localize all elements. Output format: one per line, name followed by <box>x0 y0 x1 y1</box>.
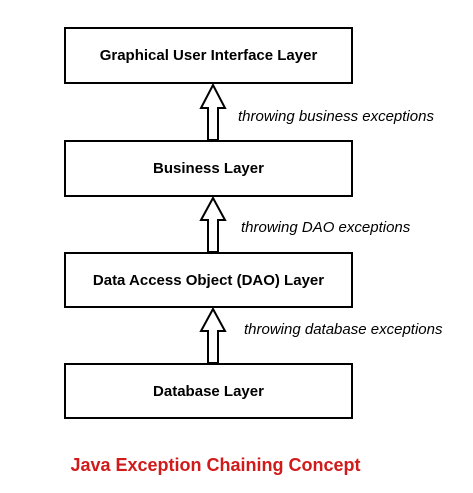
dao-layer-label: Data Access Object (DAO) Layer <box>92 271 325 289</box>
business-layer-label: Business Layer <box>153 160 264 177</box>
gui-layer-box: Graphical User Interface Layer <box>64 27 353 84</box>
diagram-title: Java Exception Chaining Concept <box>70 455 361 475</box>
gui-layer-label: Graphical User Interface Layer <box>99 47 318 64</box>
up-arrow-icon <box>199 306 227 364</box>
dao-exceptions-label: throwing DAO exceptions <box>241 219 411 236</box>
database-layer-box: Database Layer <box>64 363 353 419</box>
database-layer-label: Database Layer <box>153 382 264 400</box>
business-exceptions-label: throwing business exceptions <box>238 108 434 125</box>
up-arrow-icon <box>199 195 227 253</box>
dao-layer-box: Data Access Object (DAO) Layer <box>64 252 353 308</box>
up-arrow-icon <box>199 82 227 141</box>
database-exceptions-label: throwing database exceptions <box>244 321 443 338</box>
business-layer-box: Business Layer <box>64 140 353 197</box>
